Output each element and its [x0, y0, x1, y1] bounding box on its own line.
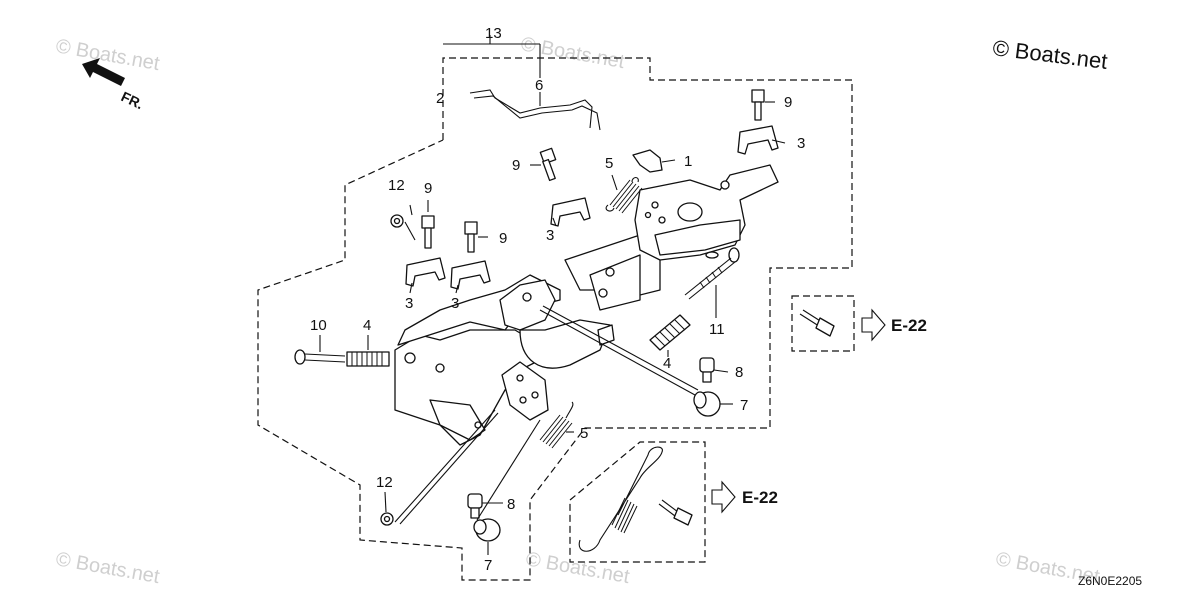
diagram-code: Z6N0E2205: [1078, 574, 1142, 588]
callout-8: 8: [735, 364, 743, 381]
control-main-bracket: [499, 234, 661, 369]
watermark-bottom-left: © Boats.net: [54, 548, 161, 588]
reference-label-1: E-22: [891, 316, 927, 335]
bolt-part: [539, 147, 557, 182]
watermark-top-left: © Boats.net: [54, 35, 161, 75]
spring-part: [605, 176, 643, 214]
bolt-part: [751, 89, 765, 121]
spring-part: [539, 401, 574, 449]
callout-3: 3: [546, 227, 554, 244]
callout-9: 9: [499, 230, 507, 247]
callout-3: 3: [797, 135, 805, 152]
cable-clamp-part: [737, 125, 779, 155]
arrow-fr-icon: [82, 58, 125, 86]
callout-5: 5: [605, 155, 613, 172]
cable-clamp-part: [405, 257, 446, 287]
bolt-part: [464, 221, 478, 253]
callout-2: 2: [436, 90, 444, 107]
callout-8: 8: [507, 496, 515, 513]
spring-part-4: [649, 314, 691, 351]
bolt-part: [421, 215, 435, 249]
callout-1: 1: [684, 153, 692, 170]
direction-label: FR.: [119, 88, 146, 112]
washer-part: [380, 512, 394, 526]
knob-part: [693, 391, 721, 417]
callout-5: 5: [580, 425, 588, 442]
callout-4: 4: [663, 355, 671, 372]
governor-plate: [501, 361, 549, 421]
reference-box-2: [569, 441, 706, 563]
clip-part: [632, 149, 663, 173]
callout-12: 12: [388, 177, 405, 194]
callout-7: 7: [484, 557, 492, 574]
cable-clamp-part: [450, 260, 491, 290]
leader-lines: [319, 101, 786, 555]
callout-7: 7: [740, 397, 748, 414]
cap-part: [467, 493, 483, 519]
assembly-boundary: [257, 57, 853, 581]
arrow-ref-icon: [711, 480, 736, 514]
flange-bolt-part-2: [658, 499, 693, 526]
control-rod-part: [469, 89, 601, 131]
callout-3: 3: [451, 295, 459, 312]
callout-10: 10: [310, 317, 327, 334]
callout-11: 11: [709, 321, 725, 338]
callout-4: 4: [363, 317, 371, 334]
cap-part: [699, 357, 715, 383]
washer-part: [390, 214, 404, 228]
brand-label: © Boats.net: [991, 35, 1108, 74]
long-bolt-part: [684, 247, 740, 300]
long-bolt-part: [294, 349, 346, 365]
arrow-ref-icon: [861, 308, 886, 342]
flange-bolt-part: [799, 309, 835, 337]
cable-clamp-part: [550, 197, 591, 227]
throttle-lever-plate: [597, 164, 779, 346]
callout-9: 9: [784, 94, 792, 111]
callout-13: 13: [485, 25, 502, 42]
callout-9: 9: [512, 157, 520, 174]
reference-label-2: E-22: [742, 488, 778, 507]
callout-6: 6: [535, 77, 543, 94]
return-spring-part: [578, 446, 663, 552]
callout-9: 9: [424, 180, 432, 197]
knob-part: [473, 518, 501, 542]
callout-3: 3: [405, 295, 413, 312]
callout-12: 12: [376, 474, 393, 491]
reference-box-1: [791, 295, 855, 352]
watermark-bottom-center: © Boats.net: [524, 548, 631, 588]
spring-part-4: [346, 351, 390, 367]
watermark-top-center: © Boats.net: [519, 33, 626, 73]
